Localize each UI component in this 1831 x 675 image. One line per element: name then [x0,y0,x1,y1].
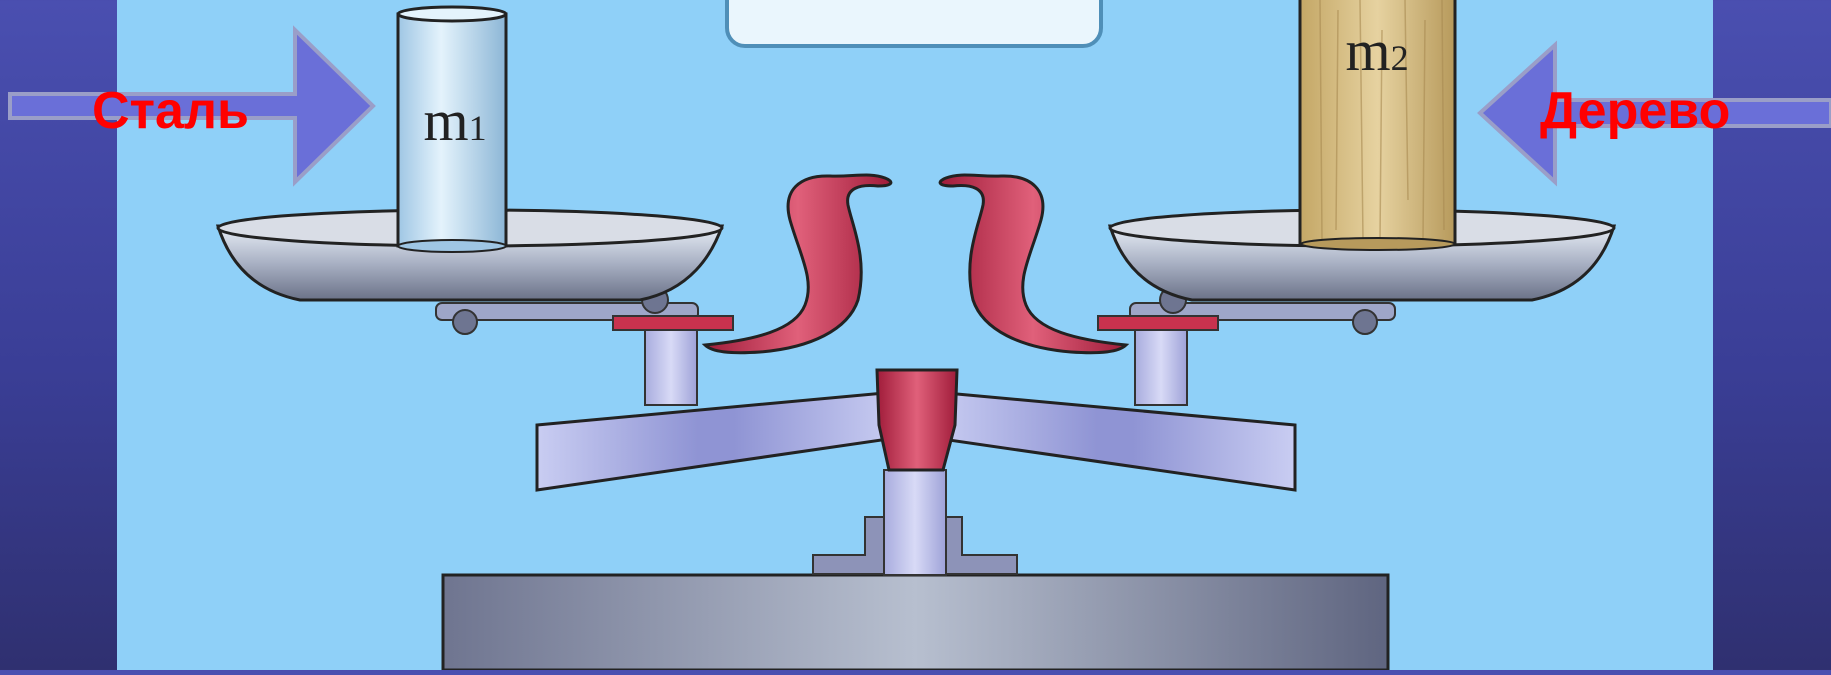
wood-cylinder [1298,0,1457,251]
pointer-arm-right [938,173,1130,355]
mass-label-m1: m1 [423,88,486,153]
left-pan-post [644,329,698,406]
scale-base [441,573,1390,672]
label-steel: Сталь [92,82,249,140]
right-pan-post [1134,329,1188,406]
mass-label-m2: m2 [1345,18,1408,83]
arrow-right-icon [8,25,376,187]
pointer-arm-left [701,173,893,355]
scale-column [883,469,947,576]
steel-cylinder [396,5,508,253]
arrow-left-icon [1477,40,1831,187]
label-wood: Дерево [1540,82,1731,140]
top-callout-box [725,0,1103,48]
scale-fulcrum [875,368,959,472]
